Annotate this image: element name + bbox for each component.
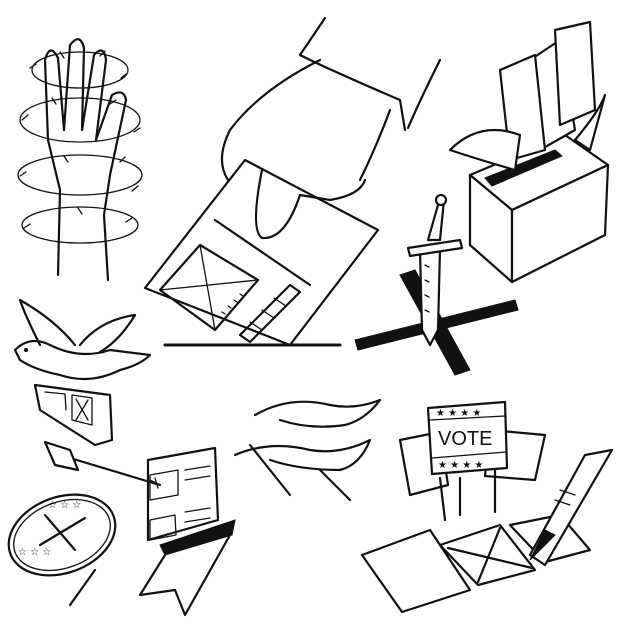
ballot-box [448,20,610,284]
arrow-target-ballot [43,440,236,617]
voting-badge: ☆ ☆ ☆ ☆ ☆ ☆ [7,493,117,607]
hand-in-barbed-wire [17,38,143,282]
svg-text:☆ ☆ ☆: ☆ ☆ ☆ [18,547,51,558]
dove-with-ballot [13,298,152,447]
svg-text:VOTE: VOTE [438,428,492,450]
svg-text:★ ★ ★ ★: ★ ★ ★ ★ [436,408,481,419]
dagger-x [354,193,519,376]
svg-text:★ ★ ★ ★: ★ ★ ★ ★ [438,460,483,471]
pencil-checkboxes [360,448,614,614]
waving-flags [233,398,382,502]
vote-signs: ★ ★ ★ ★ VOTE ★ ★ ★ ★ [398,400,547,522]
hand-casting-ballot [143,16,442,347]
svg-text:☆ ☆ ☆: ☆ ☆ ☆ [48,500,81,511]
